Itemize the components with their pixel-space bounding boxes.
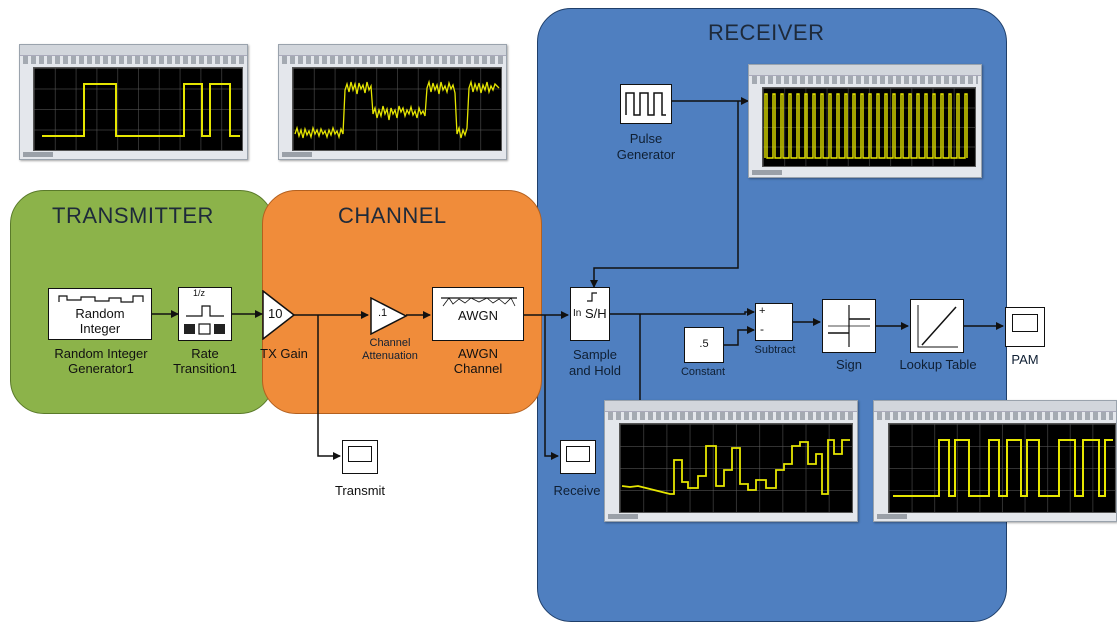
scope-icon — [566, 446, 590, 462]
scope-toolbar[interactable] — [23, 56, 244, 64]
receive-scope-window[interactable] — [604, 400, 858, 522]
sample-and-hold-block[interactable]: In S/H — [570, 287, 610, 341]
subtract-plus-port: + — [759, 305, 766, 317]
lookup-table-icon — [917, 305, 958, 348]
scope-icon — [348, 446, 372, 462]
random-integer-inner-line2: Integer — [79, 321, 121, 336]
constant-label: Constant — [680, 366, 726, 378]
channel-title: CHANNEL — [338, 203, 447, 228]
pulse-generator-label-line1: Pulse — [629, 131, 663, 146]
channel-attenuation-label-line2: Attenuation — [362, 350, 418, 362]
pam-scope-window[interactable] — [873, 400, 1117, 522]
scope-toolbar[interactable] — [282, 56, 503, 64]
sign-icon — [828, 305, 870, 347]
sample-and-hold-in-port: In — [573, 308, 582, 319]
channel-attenuation-block[interactable] — [370, 297, 408, 335]
random-integer-block[interactable]: Random Integer — [48, 288, 152, 340]
sign-block[interactable] — [822, 299, 876, 353]
transmit-scope-block[interactable] — [342, 440, 378, 474]
random-integer-inner-line1: Random — [75, 306, 125, 321]
scope-toolbar[interactable] — [877, 412, 1113, 420]
pulse-generator-block[interactable] — [620, 84, 672, 124]
awgn-noise-icon — [441, 297, 517, 307]
constant-block[interactable]: .5 — [684, 327, 724, 363]
sign-label: Sign — [835, 357, 863, 372]
random-integer-icon — [58, 295, 144, 303]
sample-and-hold-label-line2: and Hold — [568, 363, 622, 378]
pam-scope-label: PAM — [1011, 352, 1039, 367]
scope-toolbar[interactable] — [608, 412, 854, 420]
awgn-inner-text: AWGN — [458, 308, 498, 323]
window-titlebar[interactable] — [749, 65, 981, 76]
scope-plot — [292, 67, 502, 151]
random-integer-label-line1: Random Integer — [54, 346, 148, 361]
receive-scope-block[interactable] — [560, 440, 596, 474]
pulse-scope-window[interactable] — [748, 64, 982, 178]
constant-value: .5 — [699, 338, 709, 350]
scope-icon — [1012, 314, 1038, 332]
awgn-block[interactable]: AWGN — [432, 287, 524, 341]
scope-status-bar — [752, 170, 782, 175]
channel-attenuation-value: .1 — [378, 307, 388, 319]
tx-gain-label: TX Gain — [260, 346, 308, 361]
awgn-label-line2: Channel — [453, 361, 503, 376]
scope-status-bar — [608, 514, 638, 519]
awgn-label-line1: AWGN — [458, 346, 498, 361]
sample-and-hold-label-line1: Sample — [572, 347, 618, 362]
tx-gain-value: 10 — [268, 306, 283, 321]
receiver-title: RECEIVER — [708, 20, 825, 45]
rate-transition-label-line1: Rate — [191, 346, 219, 361]
rate-transition-block[interactable]: 1/z — [178, 287, 232, 341]
transmitter-title: TRANSMITTER — [52, 203, 214, 228]
window-titlebar[interactable] — [874, 401, 1116, 412]
rate-transition-label-line2: Transition1 — [173, 361, 237, 376]
scope-plot — [33, 67, 243, 151]
transmit-scope-window[interactable] — [19, 44, 248, 160]
pulse-generator-label-line2: Generator — [616, 147, 676, 162]
scope-plot — [619, 423, 853, 513]
scope-status-bar — [23, 152, 53, 157]
scope-plot — [762, 87, 976, 167]
subtract-block[interactable]: + - — [755, 303, 793, 341]
lookup-table-label: Lookup Table — [899, 357, 977, 372]
pulse-icon — [625, 92, 666, 116]
trigger-icon — [587, 292, 597, 302]
scope-toolbar[interactable] — [752, 76, 978, 84]
window-titlebar[interactable] — [20, 45, 247, 56]
sample-and-hold-inner: S/H — [585, 306, 607, 321]
lookup-table-block[interactable] — [910, 299, 964, 353]
subtract-minus-port: - — [760, 322, 764, 336]
rate-transition-delay-text: 1/z — [193, 288, 206, 298]
pam-scope-block[interactable] — [1005, 307, 1045, 347]
channel-attenuation-label-line1: Channel — [369, 337, 411, 349]
window-titlebar[interactable] — [279, 45, 506, 56]
receive-scope-label: Receive — [553, 483, 601, 498]
subtract-label: Subtract — [754, 344, 796, 356]
scope-status-bar — [877, 514, 907, 519]
channel-scope-window[interactable] — [278, 44, 507, 160]
transmit-scope-label: Transmit — [334, 483, 386, 498]
tx-gain-block[interactable] — [262, 290, 296, 340]
window-titlebar[interactable] — [605, 401, 857, 412]
scope-plot — [888, 423, 1116, 513]
random-integer-label-line2: Generator1 — [68, 361, 134, 376]
rate-transition-icon — [184, 305, 225, 335]
scope-status-bar — [282, 152, 312, 157]
